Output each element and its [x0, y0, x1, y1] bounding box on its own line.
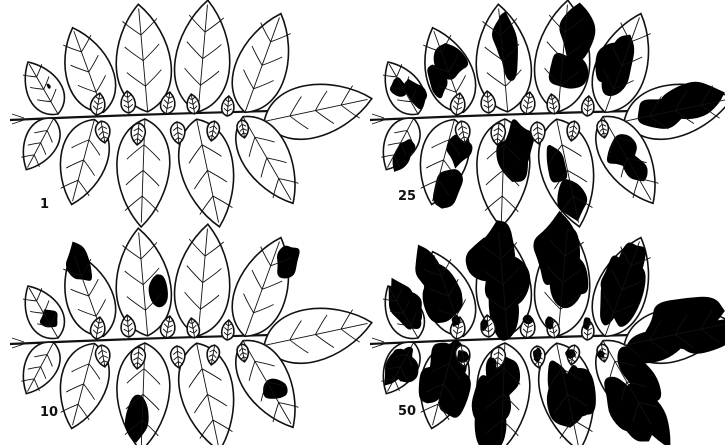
- leaflet: [221, 320, 235, 341]
- leaflet: [221, 96, 235, 117]
- leaflet: [581, 317, 595, 340]
- severity-label-25: 25: [398, 189, 416, 204]
- severity-label-10: 10: [40, 405, 58, 420]
- severity-label-50: 50: [398, 404, 416, 419]
- leaflet: [171, 0, 235, 114]
- leaflet: [171, 222, 235, 338]
- leaflet: [13, 53, 73, 122]
- leaflet: [13, 277, 73, 346]
- leaflet: [581, 96, 595, 117]
- severity-label-1: 1: [40, 197, 49, 212]
- compound-leaf-panel-1: 1: [10, 0, 377, 232]
- compound-leaf-panel-10: 10: [10, 222, 377, 445]
- compound-leaf-panel-25: 25: [370, 0, 725, 232]
- compound-leaf-panel-50: 50: [370, 209, 725, 445]
